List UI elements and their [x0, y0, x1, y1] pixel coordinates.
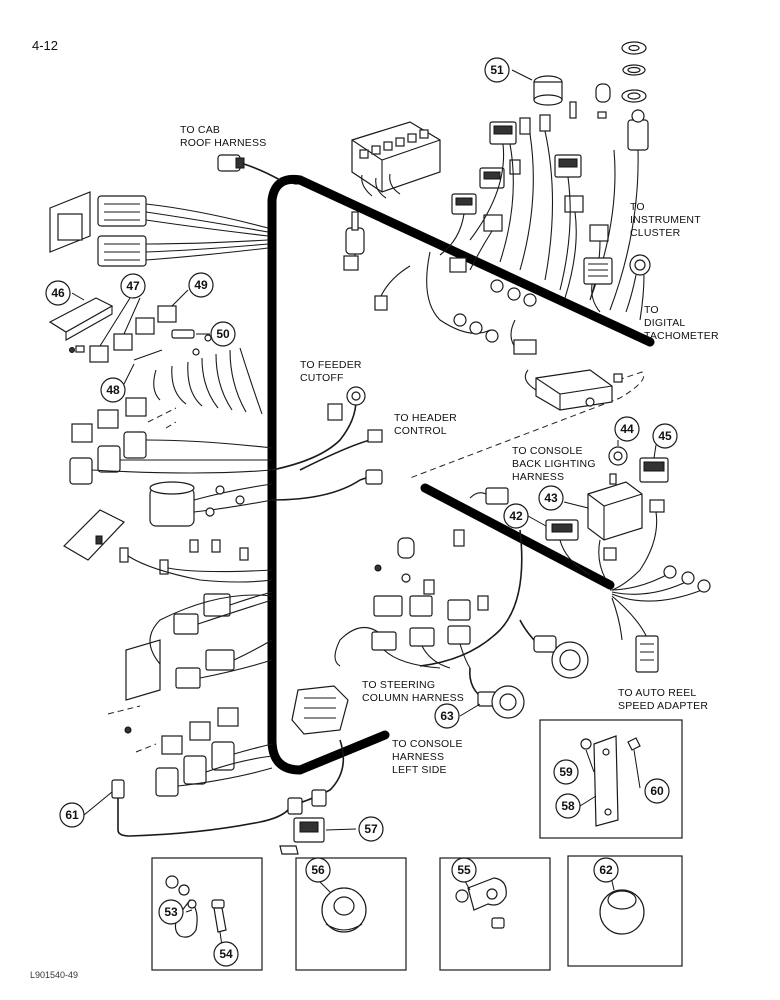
- callout-55-text: 55: [457, 863, 471, 877]
- label-console-left: TO CONSOLE HARNESS LEFT SIDE: [392, 738, 463, 776]
- label-digital-tach: TO DIGITAL TACHOMETER: [644, 304, 719, 342]
- callout-46: 46: [45, 280, 71, 306]
- callout-47-text: 47: [126, 279, 140, 293]
- callout-61-text: 61: [65, 808, 79, 822]
- callout-47: 47: [120, 273, 146, 299]
- callout-62-text: 62: [599, 863, 613, 877]
- callout-45: 45: [652, 423, 678, 449]
- label-auto-reel: TO AUTO REEL SPEED ADAPTER: [618, 687, 708, 712]
- callout-48-text: 48: [106, 383, 120, 397]
- callout-44-text: 44: [620, 422, 634, 436]
- label-feeder-line2: CUTOFF: [300, 372, 344, 384]
- label-feeder-line1: TO FEEDER: [300, 359, 362, 371]
- callout-49: 49: [188, 272, 214, 298]
- callout-54: 54: [213, 941, 239, 967]
- sensor-63: [469, 667, 525, 719]
- callout-50: 50: [210, 321, 236, 347]
- label-header-control: TO HEADER CONTROL: [394, 412, 457, 437]
- callout-57: 57: [358, 816, 384, 842]
- label-feeder-cutoff: TO FEEDER CUTOFF: [300, 359, 362, 384]
- callout-45-text: 45: [658, 429, 672, 443]
- callout-54-text: 54: [219, 947, 233, 961]
- dashed-link: [409, 371, 645, 479]
- callout-51-text: 51: [490, 63, 504, 77]
- callout-60-text: 60: [650, 784, 664, 798]
- inset-box-62: [567, 855, 683, 967]
- callout-44: 44: [614, 416, 640, 442]
- label-header-line1: TO HEADER: [394, 412, 457, 424]
- label-instrument: TO INSTRUMENT CLUSTER: [630, 201, 701, 239]
- items-61-57: [111, 779, 325, 855]
- label-instrument-line3: CLUSTER: [630, 227, 681, 239]
- callout-60: 60: [644, 778, 670, 804]
- label-tach-line3: TACHOMETER: [644, 330, 719, 342]
- center-branch: [271, 386, 383, 501]
- label-steering-line2: COLUMN HARNESS: [362, 692, 464, 704]
- label-header-line2: CONTROL: [394, 425, 447, 437]
- fuse-block: [351, 121, 441, 199]
- relay-group: [89, 305, 263, 415]
- callout-61: 61: [59, 802, 85, 828]
- callout-58: 58: [555, 793, 581, 819]
- callout-42-text: 42: [509, 509, 523, 523]
- callout-58-text: 58: [561, 799, 575, 813]
- label-cab-roof: TO CAB ROOF HARNESS: [180, 124, 266, 149]
- label-cab-roof-line1: TO CAB: [180, 124, 220, 136]
- label-instrument-line1: TO: [630, 201, 645, 213]
- switch-cluster: [439, 41, 649, 311]
- instrument-cluster-connector: [583, 257, 613, 313]
- callout-57-text: 57: [364, 822, 378, 836]
- tachometer-connector: [625, 254, 651, 321]
- callout-63-text: 63: [440, 709, 454, 723]
- label-backlight-line2: BACK LIGHTING: [512, 458, 596, 470]
- label-console-left-line3: LEFT SIDE: [392, 764, 447, 776]
- label-backlight-line3: HARNESS: [512, 471, 564, 483]
- callout-55: 55: [451, 857, 477, 883]
- label-steering-column: TO STEERING COLUMN HARNESS: [362, 679, 464, 704]
- label-steering-line1: TO STEERING: [362, 679, 435, 691]
- callout-53: 53: [158, 899, 184, 925]
- harness-branch-items: [374, 251, 537, 355]
- label-console-left-line2: HARNESS: [392, 751, 444, 763]
- console-left-connector: [287, 685, 349, 815]
- callout-46-text: 46: [51, 286, 65, 300]
- label-console-left-line1: TO CONSOLE: [392, 738, 463, 750]
- label-auto-reel-line2: SPEED ADAPTER: [618, 700, 708, 712]
- callout-50-text: 50: [216, 327, 230, 341]
- callout-43: 43: [538, 485, 564, 511]
- callout-43-text: 43: [544, 491, 558, 505]
- page-number: 4-12: [32, 38, 58, 53]
- figure-id: L901540-49: [30, 970, 78, 980]
- callout-56: 56: [305, 857, 331, 883]
- callout-59: 59: [553, 759, 579, 785]
- label-cab-roof-line2: ROOF HARNESS: [180, 137, 266, 149]
- label-instrument-line2: INSTRUMENT: [630, 214, 701, 226]
- callout-42: 42: [503, 503, 529, 529]
- label-backlight-line1: TO CONSOLE: [512, 445, 583, 457]
- callout-62: 62: [593, 857, 619, 883]
- connectors-mid-left: [107, 591, 273, 734]
- label-console-backlight: TO CONSOLE BACK LIGHTING HARNESS: [512, 445, 596, 483]
- label-auto-reel-line1: TO AUTO REEL: [618, 687, 696, 699]
- cab-roof-connector: [217, 154, 281, 181]
- callout-59-text: 59: [559, 765, 573, 779]
- callout-49-text: 49: [194, 278, 208, 292]
- flasher-module: [524, 369, 623, 411]
- label-tach-line1: TO: [644, 304, 659, 316]
- left-connectors: [49, 191, 269, 267]
- label-tach-line2: DIGITAL: [644, 317, 685, 329]
- callout-51: 51: [484, 57, 510, 83]
- callout-63: 63: [434, 703, 460, 729]
- callout-48: 48: [100, 377, 126, 403]
- relay-sockets-lower: [135, 707, 273, 797]
- fuse-strip: [48, 297, 114, 353]
- solenoid-assembly: [63, 481, 273, 583]
- pressure-switch: [343, 211, 365, 271]
- relay-sockets-upper: [69, 397, 273, 485]
- console-parts: [419, 446, 711, 673]
- steering-switches: [334, 529, 589, 679]
- callout-53-text: 53: [164, 905, 178, 919]
- callout-56-text: 56: [311, 863, 325, 877]
